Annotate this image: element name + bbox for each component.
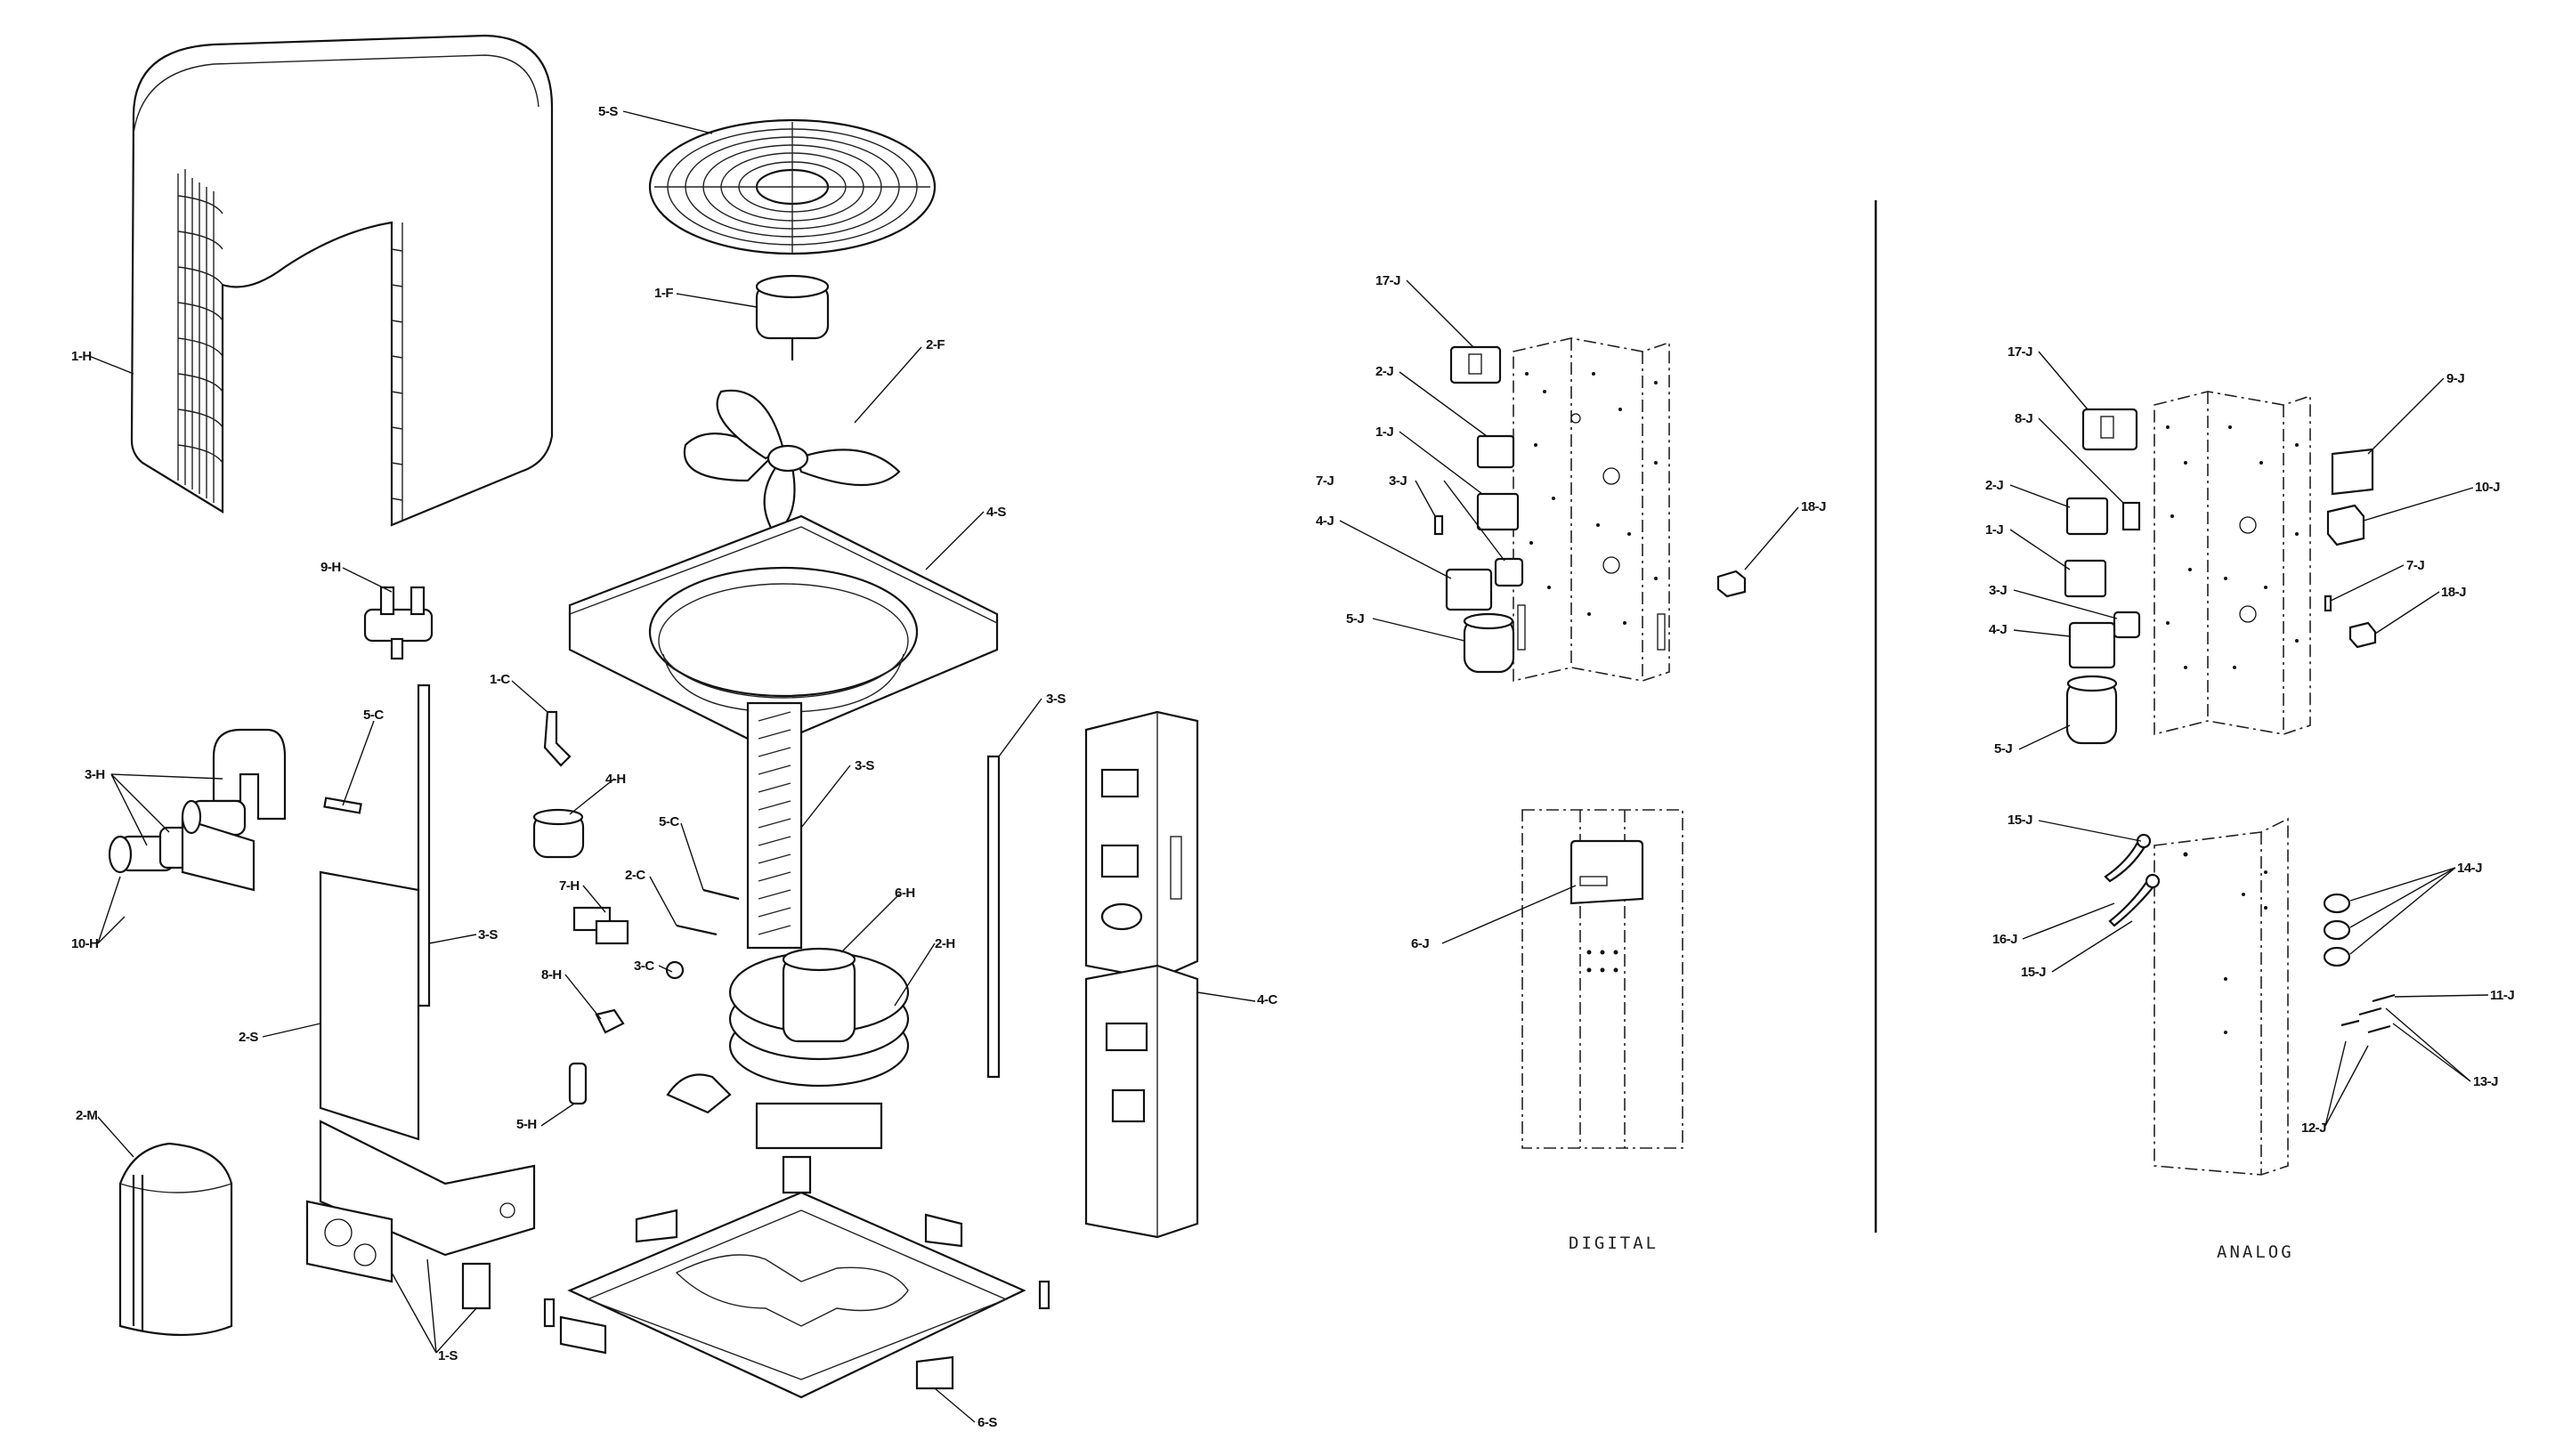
fan-blade-part (683, 389, 901, 536)
label-7-H: 7-H (559, 878, 580, 894)
analog-lower-panel (2154, 817, 2289, 1176)
label-5-C-mid: 5-C (659, 814, 679, 829)
side-panel-part (319, 870, 420, 1141)
label-1-H: 1-H (71, 349, 92, 364)
label-3-H: 3-H (85, 767, 105, 782)
label-4-H: 4-H (605, 772, 626, 787)
label-a13-J: 13-J (2473, 1074, 2498, 1089)
base-side-panels-part (305, 1120, 536, 1310)
label-3-S-right: 3-S (1046, 692, 1066, 707)
label-a12-J: 12-J (2301, 1120, 2326, 1136)
label-a11-J: 11-J (2490, 988, 2514, 1003)
label-4-S: 4-S (986, 505, 1006, 520)
right-trim-strip-part (986, 755, 1001, 1079)
label-a7-J: 7-J (2406, 558, 2424, 573)
label-6-S: 6-S (977, 1415, 997, 1430)
heat-exchanger-part (666, 947, 910, 1150)
label-d18-J: 18-J (1801, 499, 1826, 514)
compressor-cover-part (118, 1142, 233, 1337)
label-2-H: 2-H (935, 936, 955, 951)
label-a1-J: 1-J (1985, 522, 2003, 538)
label-d6-J: 6-J (1411, 936, 1429, 951)
label-a4-J: 4-J (1989, 622, 2007, 637)
analog-components (2064, 408, 2377, 745)
label-a2-J: 2-J (1985, 478, 2003, 493)
label-6-H: 6-H (895, 886, 915, 901)
label-3-S-mid: 3-S (855, 758, 874, 773)
base-pan-part (543, 1155, 1050, 1399)
digital-labels: 17-J 2-J 1-J 7-J 3-J 4-J 5-J 18-J 6-J (1316, 273, 1827, 951)
label-2-S: 2-S (239, 1030, 258, 1045)
label-a18-J: 18-J (2441, 585, 2466, 600)
label-a5-J: 5-J (1994, 741, 2012, 756)
label-1-C: 1-C (490, 672, 510, 687)
label-a16-J: 16-J (1992, 932, 2017, 947)
label-a15-J-top: 15-J (2008, 813, 2032, 828)
top-panel-part (568, 514, 999, 749)
digital-lower-panel (1521, 809, 1683, 1149)
label-a3-J: 3-J (1989, 583, 2007, 598)
small-components-part (323, 710, 740, 1105)
label-8-H: 8-H (541, 967, 562, 983)
center-channel-part (746, 701, 803, 950)
label-d2-J: 2-J (1375, 364, 1393, 379)
control-box-part (1084, 710, 1199, 1239)
label-2-C: 2-C (625, 868, 645, 883)
label-a9-J: 9-J (2446, 371, 2464, 386)
left-trim-strip-part (417, 684, 431, 1007)
label-5-H: 5-H (516, 1117, 537, 1132)
plumbing-fittings-part (108, 728, 287, 892)
analog-small-parts (2104, 833, 2396, 1034)
label-2-F: 2-F (926, 337, 945, 352)
fan-motor-part (755, 274, 830, 360)
label-a15-J-bot: 15-J (2021, 965, 2046, 980)
label-d5-J: 5-J (1346, 611, 1364, 627)
label-9-H: 9-H (320, 560, 341, 575)
label-a10-J: 10-J (2475, 480, 2500, 495)
label-5-C-left: 5-C (363, 708, 384, 723)
analog-labels: 17-J 8-J 2-J 1-J 3-J 4-J 5-J 9-J 10-J 7-… (1985, 344, 2515, 1136)
digital-electrical-panel (1513, 337, 1670, 683)
valve-part (363, 586, 434, 660)
label-1-F: 1-F (654, 286, 673, 301)
label-d4-J: 4-J (1316, 514, 1334, 529)
label-d1-J: 1-J (1375, 425, 1393, 440)
label-3-C: 3-C (634, 959, 654, 974)
left-assembly-labels: 1-H 5-S 1-F 2-F 4-S 9-H 1-C 5-C 3-H 10-H… (71, 104, 1278, 1430)
analog-caption: ANALOG (2217, 1242, 2294, 1262)
label-5-S: 5-S (598, 104, 618, 119)
analog-electrical-panel (2154, 391, 2311, 736)
coil-housing-part (130, 34, 554, 527)
fan-guard-part (648, 118, 937, 255)
label-d17-J: 17-J (1375, 273, 1400, 288)
digital-caption: DIGITAL (1569, 1234, 1659, 1253)
label-1-S: 1-S (438, 1348, 458, 1363)
label-a14-J: 14-J (2457, 861, 2482, 876)
label-2-M: 2-M (76, 1108, 97, 1123)
label-d7-J: 7-J (1316, 473, 1334, 489)
label-4-C: 4-C (1257, 992, 1278, 1007)
label-a8-J: 8-J (2015, 411, 2032, 426)
label-10-H: 10-H (71, 936, 99, 951)
label-d3-J: 3-J (1389, 473, 1407, 489)
digital-components (1433, 345, 1747, 674)
label-a17-J: 17-J (2008, 344, 2032, 360)
label-3-S-left: 3-S (478, 927, 498, 942)
